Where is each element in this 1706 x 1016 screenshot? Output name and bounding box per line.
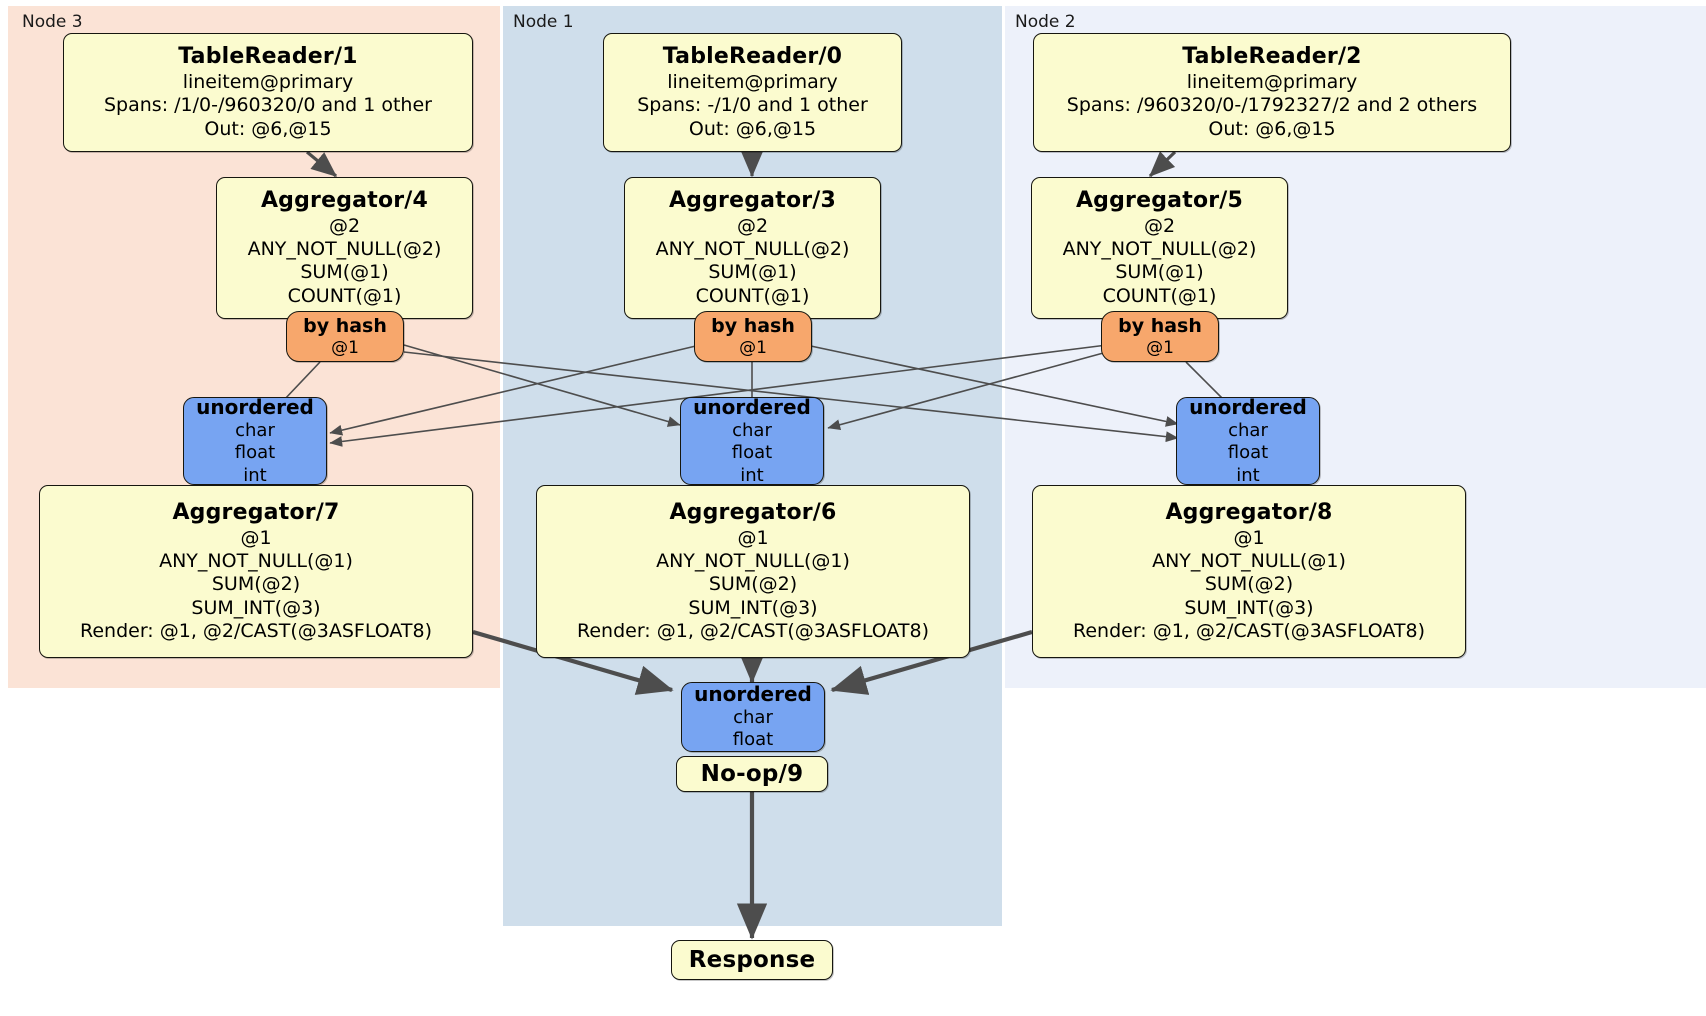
processor-line: ANY_NOT_NULL(@1) (1152, 550, 1346, 573)
processor-line: SUM_INT(@3) (688, 596, 818, 619)
processor-line: Render: @1, @2/CAST(@3ASFLOAT8) (577, 619, 929, 642)
processor-line: ANY_NOT_NULL(@1) (159, 550, 353, 573)
node-panel-label-node3: Node 3 (22, 12, 83, 32)
router-by-hash-node1[interactable]: by hash @1 (694, 311, 812, 362)
processor-title: TableReader/2 (1182, 44, 1362, 70)
processor-line: SUM(@1) (300, 261, 389, 284)
processor-noop-9[interactable]: No-op/9 (676, 756, 828, 792)
processor-line: SUM(@2) (1204, 573, 1294, 596)
processor-line: @1 (1233, 526, 1265, 549)
node-panel-label-node1: Node 1 (513, 12, 574, 32)
processor-aggregator-8[interactable]: Aggregator/8 @1 ANY_NOT_NULL(@1) SUM(@2)… (1032, 485, 1466, 658)
receiver-title: unordered (1189, 395, 1307, 420)
processor-line: @2 (328, 215, 361, 238)
processor-title: Aggregator/7 (172, 500, 340, 526)
router-by-hash-node2[interactable]: by hash @1 (1101, 311, 1219, 362)
processor-aggregator-6[interactable]: Aggregator/6 @1 ANY_NOT_NULL(@1) SUM(@2)… (536, 485, 970, 658)
processor-line: SUM(@2) (211, 573, 301, 596)
processor-aggregator-3[interactable]: Aggregator/3 @2 ANY_NOT_NULL(@2) SUM(@1)… (624, 177, 881, 319)
processor-line: Spans: -/1/0 and 1 other (637, 94, 868, 117)
processor-line: SUM_INT(@3) (191, 596, 321, 619)
node-panel-label-node2: Node 2 (1015, 12, 1076, 32)
processor-line: @1 (737, 526, 769, 549)
processor-title: Aggregator/8 (1165, 500, 1333, 526)
receiver-line: float (234, 442, 276, 464)
receiver-unordered-node3[interactable]: unordered char float int (183, 395, 327, 486)
processor-title: Aggregator/5 (1075, 188, 1244, 214)
receiver-line: char (732, 419, 772, 441)
processor-line: @2 (736, 215, 769, 238)
router-line: @1 (331, 337, 359, 358)
processor-line: Render: @1, @2/CAST(@3ASFLOAT8) (1073, 619, 1425, 642)
receiver-line: float (1227, 442, 1269, 464)
receiver-line: int (740, 464, 764, 486)
receiver-unordered-node1[interactable]: unordered char float int (680, 395, 824, 486)
router-title: by hash (711, 314, 795, 337)
processor-line: COUNT(@1) (695, 284, 810, 307)
processor-aggregator-7[interactable]: Aggregator/7 @1 ANY_NOT_NULL(@1) SUM(@2)… (39, 485, 473, 658)
processor-tablereader-0[interactable]: TableReader/0 lineitem@primary Spans: -/… (603, 33, 902, 152)
processor-line: ANY_NOT_NULL(@2) (247, 238, 442, 261)
processor-tablereader-1[interactable]: TableReader/1 lineitem@primary Spans: /1… (63, 33, 473, 152)
router-title: by hash (303, 314, 387, 337)
receiver-line: char (733, 707, 773, 729)
router-title: by hash (1118, 314, 1202, 337)
processor-line: Out: @6,@15 (1208, 117, 1336, 140)
processor-title: Aggregator/6 (669, 500, 837, 526)
processor-line: lineitem@primary (182, 71, 354, 94)
router-line: @1 (1146, 337, 1174, 358)
processor-line: Spans: /960320/0-/1792327/2 and 2 others (1066, 94, 1478, 117)
receiver-line: char (235, 419, 275, 441)
processor-line: lineitem@primary (667, 71, 838, 94)
processor-line: @2 (1143, 215, 1176, 238)
processor-line: SUM(@2) (708, 573, 798, 596)
receiver-title: unordered (693, 395, 811, 420)
processor-aggregator-5[interactable]: Aggregator/5 @2 ANY_NOT_NULL(@2) SUM(@1)… (1031, 177, 1288, 319)
processor-line: ANY_NOT_NULL(@2) (655, 238, 850, 261)
router-by-hash-node3[interactable]: by hash @1 (286, 311, 404, 362)
processor-line: Out: @6,@15 (688, 117, 817, 140)
receiver-line: char (1228, 419, 1268, 441)
processor-title: Response (688, 946, 816, 973)
processor-title: Aggregator/4 (260, 188, 429, 214)
processor-line: Out: @6,@15 (204, 117, 332, 140)
processor-response[interactable]: Response (671, 940, 833, 980)
processor-line: SUM_INT(@3) (1184, 596, 1314, 619)
processor-title: TableReader/0 (662, 44, 843, 70)
processor-line: SUM(@1) (1115, 261, 1204, 284)
processor-line: Spans: /1/0-/960320/0 and 1 other (104, 94, 432, 117)
processor-aggregator-4[interactable]: Aggregator/4 @2 ANY_NOT_NULL(@2) SUM(@1)… (216, 177, 473, 319)
processor-line: Render: @1, @2/CAST(@3ASFLOAT8) (80, 619, 432, 642)
receiver-line: float (732, 729, 774, 751)
processor-line: lineitem@primary (1186, 71, 1358, 94)
processor-line: @1 (240, 526, 272, 549)
receiver-line: int (1236, 464, 1260, 486)
receiver-title: unordered (196, 395, 314, 420)
processor-title: TableReader/1 (178, 44, 358, 70)
processor-line: COUNT(@1) (1102, 284, 1217, 307)
processor-line: SUM(@1) (708, 261, 797, 284)
processor-title: Aggregator/3 (668, 188, 837, 214)
receiver-unordered-node2[interactable]: unordered char float int (1176, 395, 1320, 486)
receiver-line: int (243, 464, 267, 486)
processor-tablereader-2[interactable]: TableReader/2 lineitem@primary Spans: /9… (1033, 33, 1511, 152)
processor-line: ANY_NOT_NULL(@1) (656, 550, 850, 573)
router-line: @1 (739, 337, 767, 358)
processor-line: ANY_NOT_NULL(@2) (1062, 238, 1257, 261)
receiver-line: float (731, 442, 773, 464)
processor-title: No-op/9 (700, 760, 804, 787)
receiver-title: unordered (694, 682, 812, 707)
processor-line: COUNT(@1) (287, 284, 402, 307)
receiver-unordered-final[interactable]: unordered char float (681, 682, 825, 752)
